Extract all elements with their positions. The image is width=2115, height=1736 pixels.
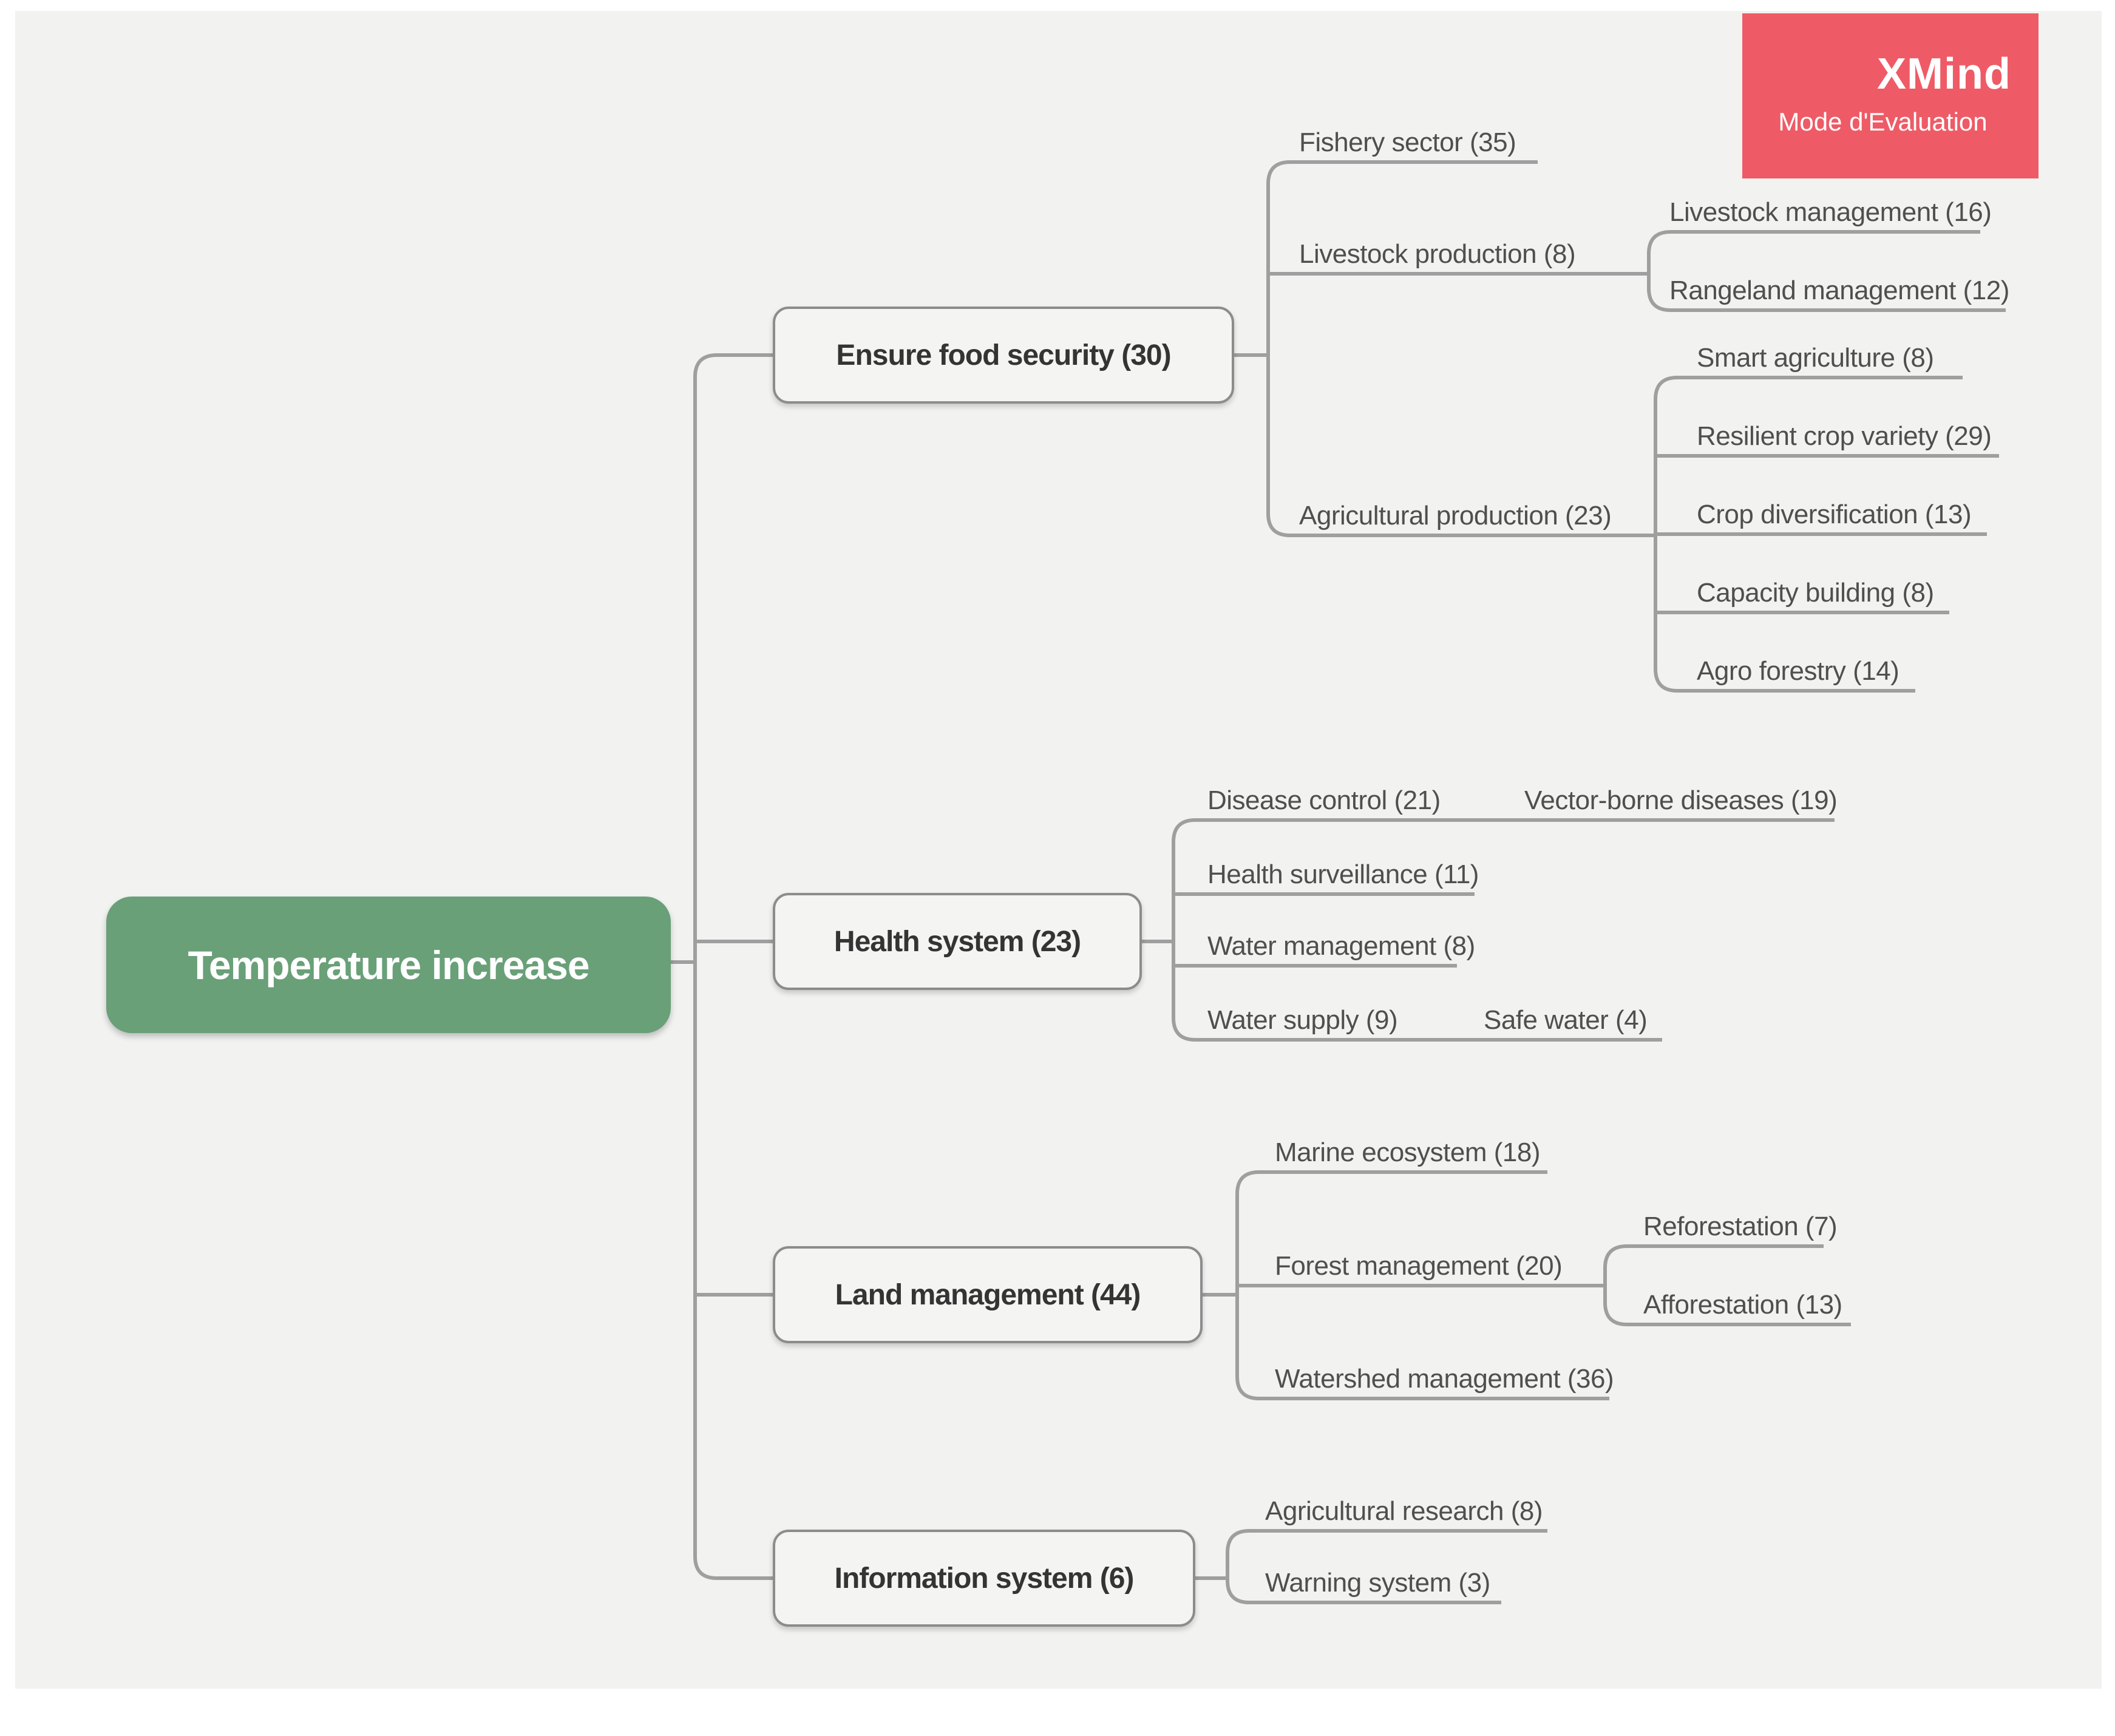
subtopic-forest-management[interactable]: Forest management (20) (1275, 1251, 1563, 1281)
subtopic-livestock-production[interactable]: Livestock production (8) (1299, 239, 1576, 269)
subtopic-water-management[interactable]: Water management (8) (1207, 931, 1475, 961)
main-topic-information-system[interactable]: Information system (6) (773, 1530, 1195, 1627)
xmind-evaluation-badge: XMind Mode d'Evaluation (1742, 13, 2039, 178)
subtopic-livestock-management[interactable]: Livestock management (16) (1669, 197, 1992, 227)
subtopic-reforestation[interactable]: Reforestation (7) (1643, 1212, 1838, 1241)
subtopic-crop-diversification[interactable]: Crop diversification (13) (1697, 500, 1972, 529)
root-topic-temperature-increase[interactable]: Temperature increase (106, 897, 671, 1033)
subtopic-marine-ecosystem[interactable]: Marine ecosystem (18) (1275, 1138, 1540, 1167)
subtopic-watershed-management[interactable]: Watershed management (36) (1275, 1364, 1614, 1394)
subtopic-disease-control[interactable]: Disease control (21) (1207, 785, 1441, 815)
subtopic-capacity-building[interactable]: Capacity building (8) (1697, 578, 1934, 608)
subtopic-agricultural-production[interactable]: Agricultural production (23) (1299, 501, 1612, 531)
main-topic-health-system[interactable]: Health system (23) (773, 893, 1142, 990)
main-topic-ensure-food-security[interactable]: Ensure food security (30) (773, 307, 1234, 404)
evaluation-mode-label: Mode d'Evaluation (1778, 107, 1988, 136)
subtopic-vector-borne-diseases[interactable]: Vector-borne diseases (19) (1524, 785, 1838, 815)
subtopic-agro-forestry[interactable]: Agro forestry (14) (1697, 656, 1899, 686)
subtopic-resilient-crop-variety[interactable]: Resilient crop variety (29) (1697, 421, 1992, 451)
subtopic-fishery-sector[interactable]: Fishery sector (35) (1299, 127, 1516, 157)
xmind-logo-text: XMind (1877, 50, 2011, 98)
subtopic-agricultural-research[interactable]: Agricultural research (8) (1265, 1496, 1543, 1526)
main-topic-land-management[interactable]: Land management (44) (773, 1246, 1203, 1343)
subtopic-rangeland-management[interactable]: Rangeland management (12) (1669, 276, 2009, 305)
subtopic-warning-system[interactable]: Warning system (3) (1265, 1568, 1490, 1598)
subtopic-health-surveillance[interactable]: Health surveillance (11) (1207, 860, 1479, 889)
mindmap-canvas[interactable] (15, 11, 2102, 1689)
subtopic-safe-water[interactable]: Safe water (4) (1484, 1005, 1648, 1035)
subtopic-water-supply[interactable]: Water supply (9) (1207, 1005, 1398, 1035)
subtopic-smart-agriculture[interactable]: Smart agriculture (8) (1697, 343, 1934, 373)
subtopic-afforestation[interactable]: Afforestation (13) (1643, 1290, 1842, 1320)
